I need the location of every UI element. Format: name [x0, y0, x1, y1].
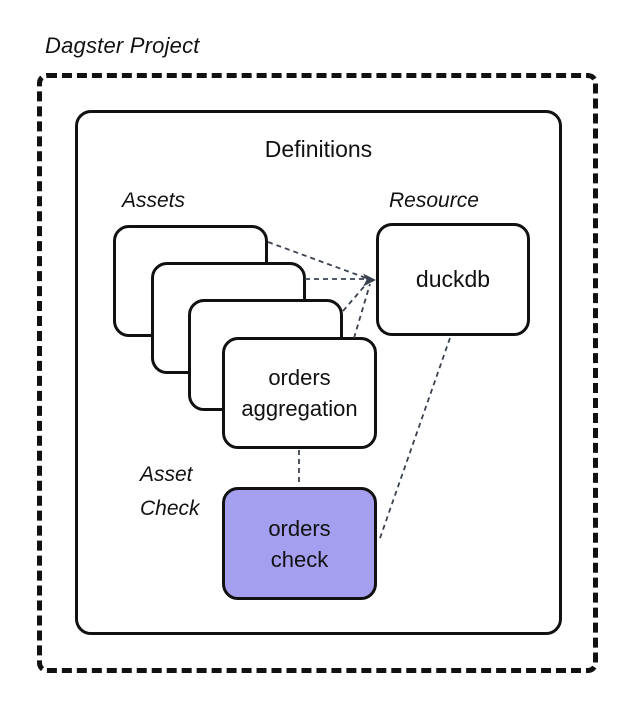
project-title: Dagster Project [45, 33, 200, 58]
resource-group-label: Resource [389, 189, 479, 212]
asset-card-orders-aggregation: orders aggregation [222, 337, 377, 449]
project-boundary-dashed-border [37, 73, 598, 673]
asset-check-node-orders-check: orders check [222, 487, 377, 600]
assets-group-label: Assets [122, 189, 186, 212]
resource-node-duckdb: duckdb [376, 223, 530, 336]
definitions-label: Definitions [264, 136, 373, 162]
asset-check-group-label: Asset Check [140, 463, 200, 520]
